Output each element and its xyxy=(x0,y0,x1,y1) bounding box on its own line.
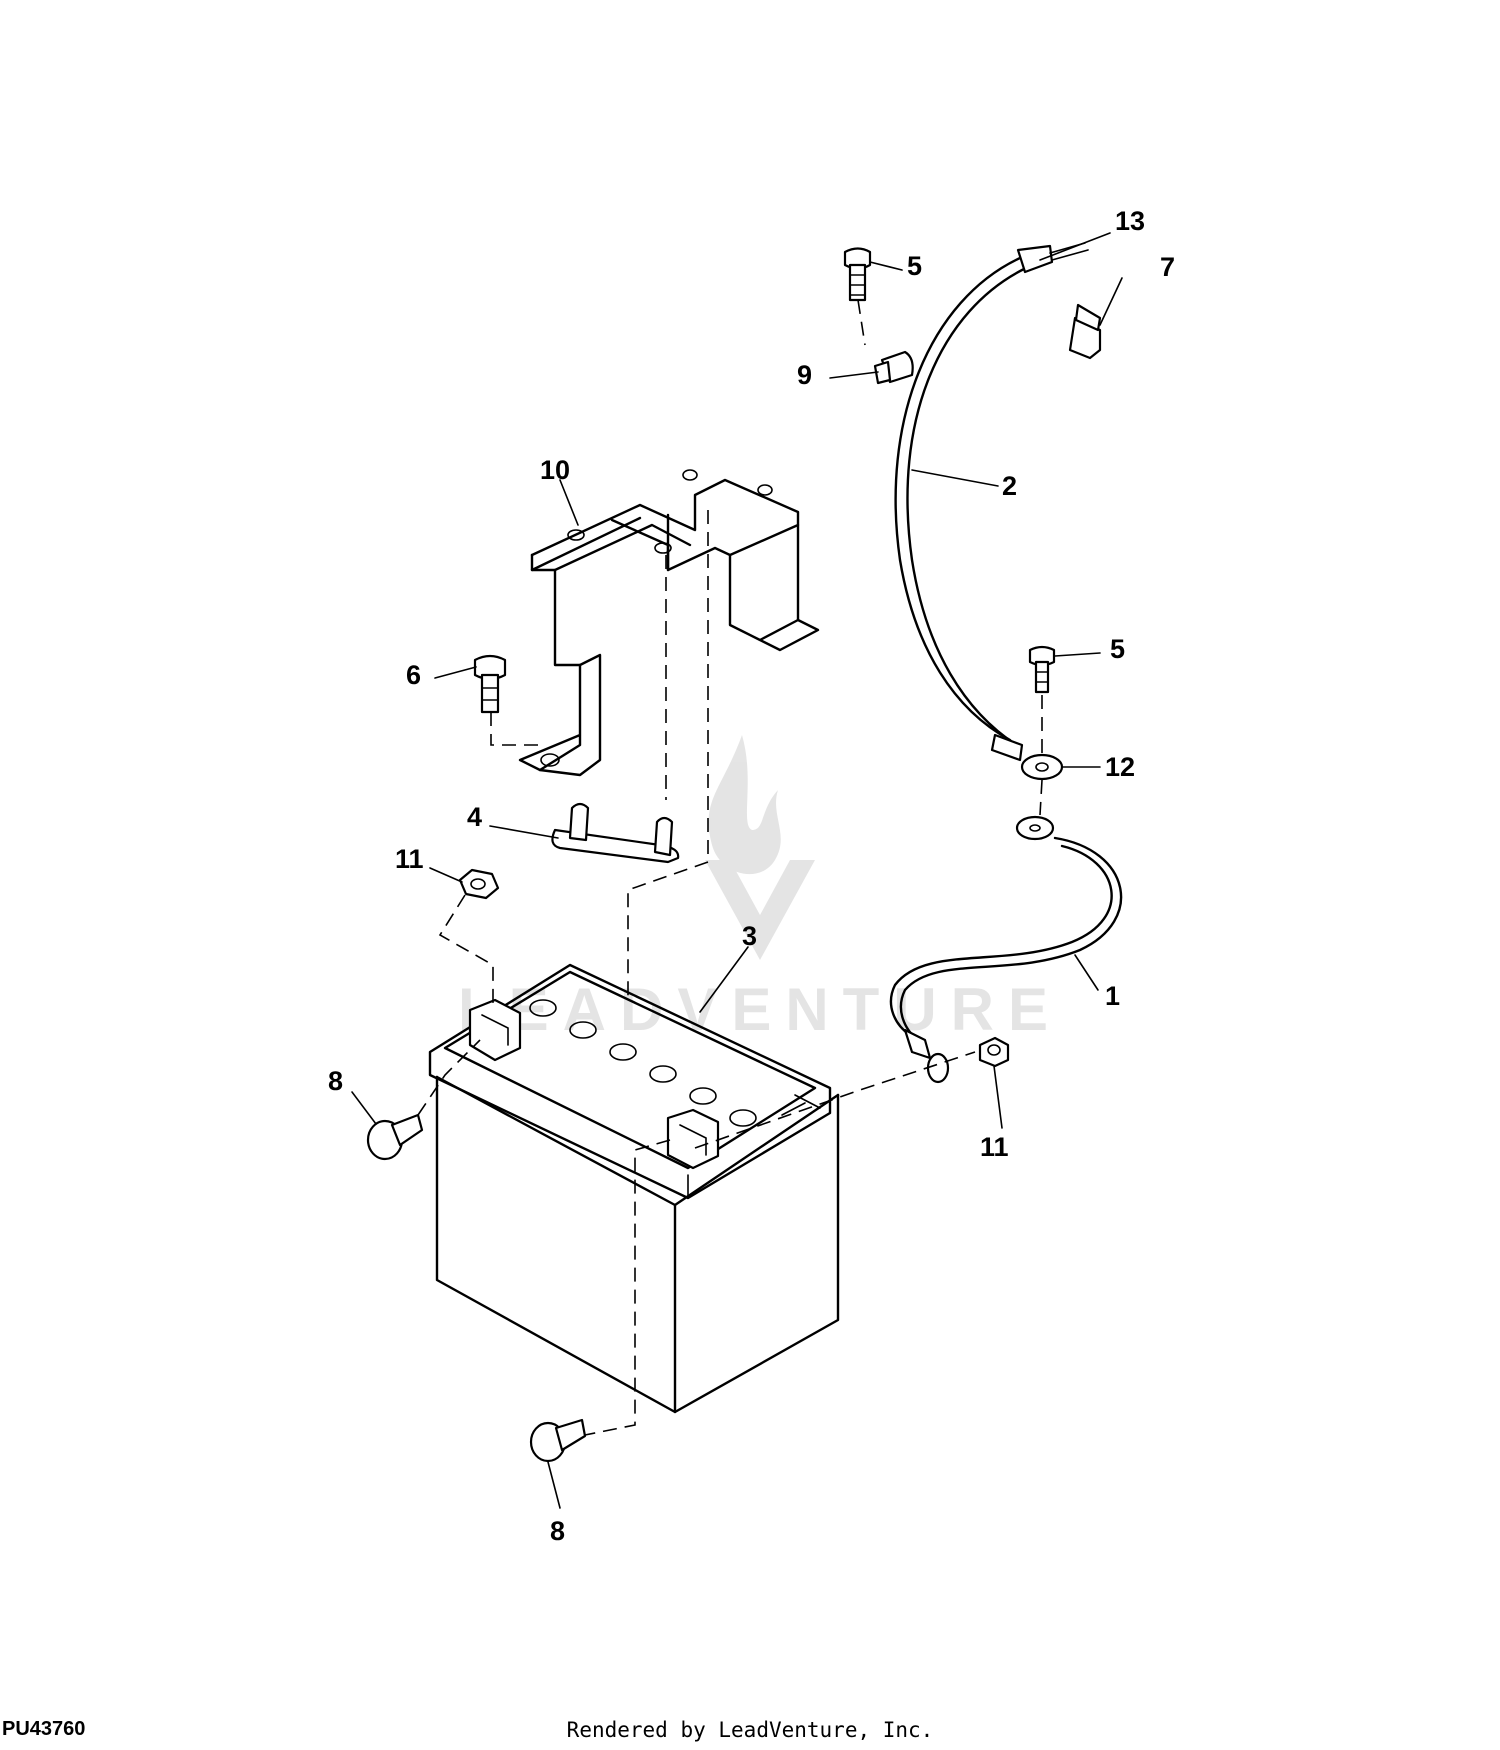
callout-13: 13 xyxy=(1115,206,1145,236)
bolt-5-lower xyxy=(1028,645,1056,694)
render-credit: Rendered by LeadVenture, Inc. xyxy=(566,1718,934,1742)
bolt-5-upper xyxy=(843,247,872,302)
cable-1 xyxy=(889,815,1123,1084)
leadventure-watermark: LEADVENTURE xyxy=(458,735,1048,1043)
callout-2: 2 xyxy=(1002,471,1017,501)
leader-lines xyxy=(351,232,1123,1509)
callout-12: 12 xyxy=(1105,752,1135,782)
battery-terminal-left xyxy=(468,998,522,1062)
callout-11-upper: 11 xyxy=(395,844,424,874)
bolt-8-upper xyxy=(366,1113,424,1161)
battery-vent-caps xyxy=(529,999,757,1127)
bolt-6 xyxy=(473,654,507,714)
nut-11-upper xyxy=(458,868,500,900)
bracket-plate xyxy=(551,802,680,864)
nut-11-lower xyxy=(978,1036,1010,1068)
battery xyxy=(428,963,840,1414)
callout-7: 7 xyxy=(1160,252,1175,282)
callout-1: 1 xyxy=(1105,981,1120,1011)
bolt-7 xyxy=(1068,303,1102,360)
callout-10: 10 xyxy=(540,455,570,485)
callout-8-lower: 8 xyxy=(550,1516,565,1546)
callout-11-lower: 11 xyxy=(980,1132,1009,1162)
callout-5-upper: 5 xyxy=(907,251,922,281)
callouts: 1 2 3 4 5 5 6 7 8 8 9 10 11 11 12 13 xyxy=(328,206,1175,1546)
callout-3: 3 xyxy=(742,921,757,951)
assembly-lines xyxy=(417,299,1043,1436)
callout-4: 4 xyxy=(467,802,482,832)
cable-2 xyxy=(894,242,1089,762)
figure-id: PU43760 xyxy=(2,1718,86,1740)
ring-terminal-12 xyxy=(1020,753,1064,781)
callout-5-lower: 5 xyxy=(1110,634,1125,664)
nut-9 xyxy=(873,350,914,385)
battery-terminal-right xyxy=(666,1094,821,1170)
callout-9: 9 xyxy=(797,360,812,390)
bolt-8-lower xyxy=(529,1418,587,1463)
hold-down-bracket xyxy=(518,469,820,777)
callout-8-upper: 8 xyxy=(328,1066,343,1096)
callout-6: 6 xyxy=(406,660,421,690)
